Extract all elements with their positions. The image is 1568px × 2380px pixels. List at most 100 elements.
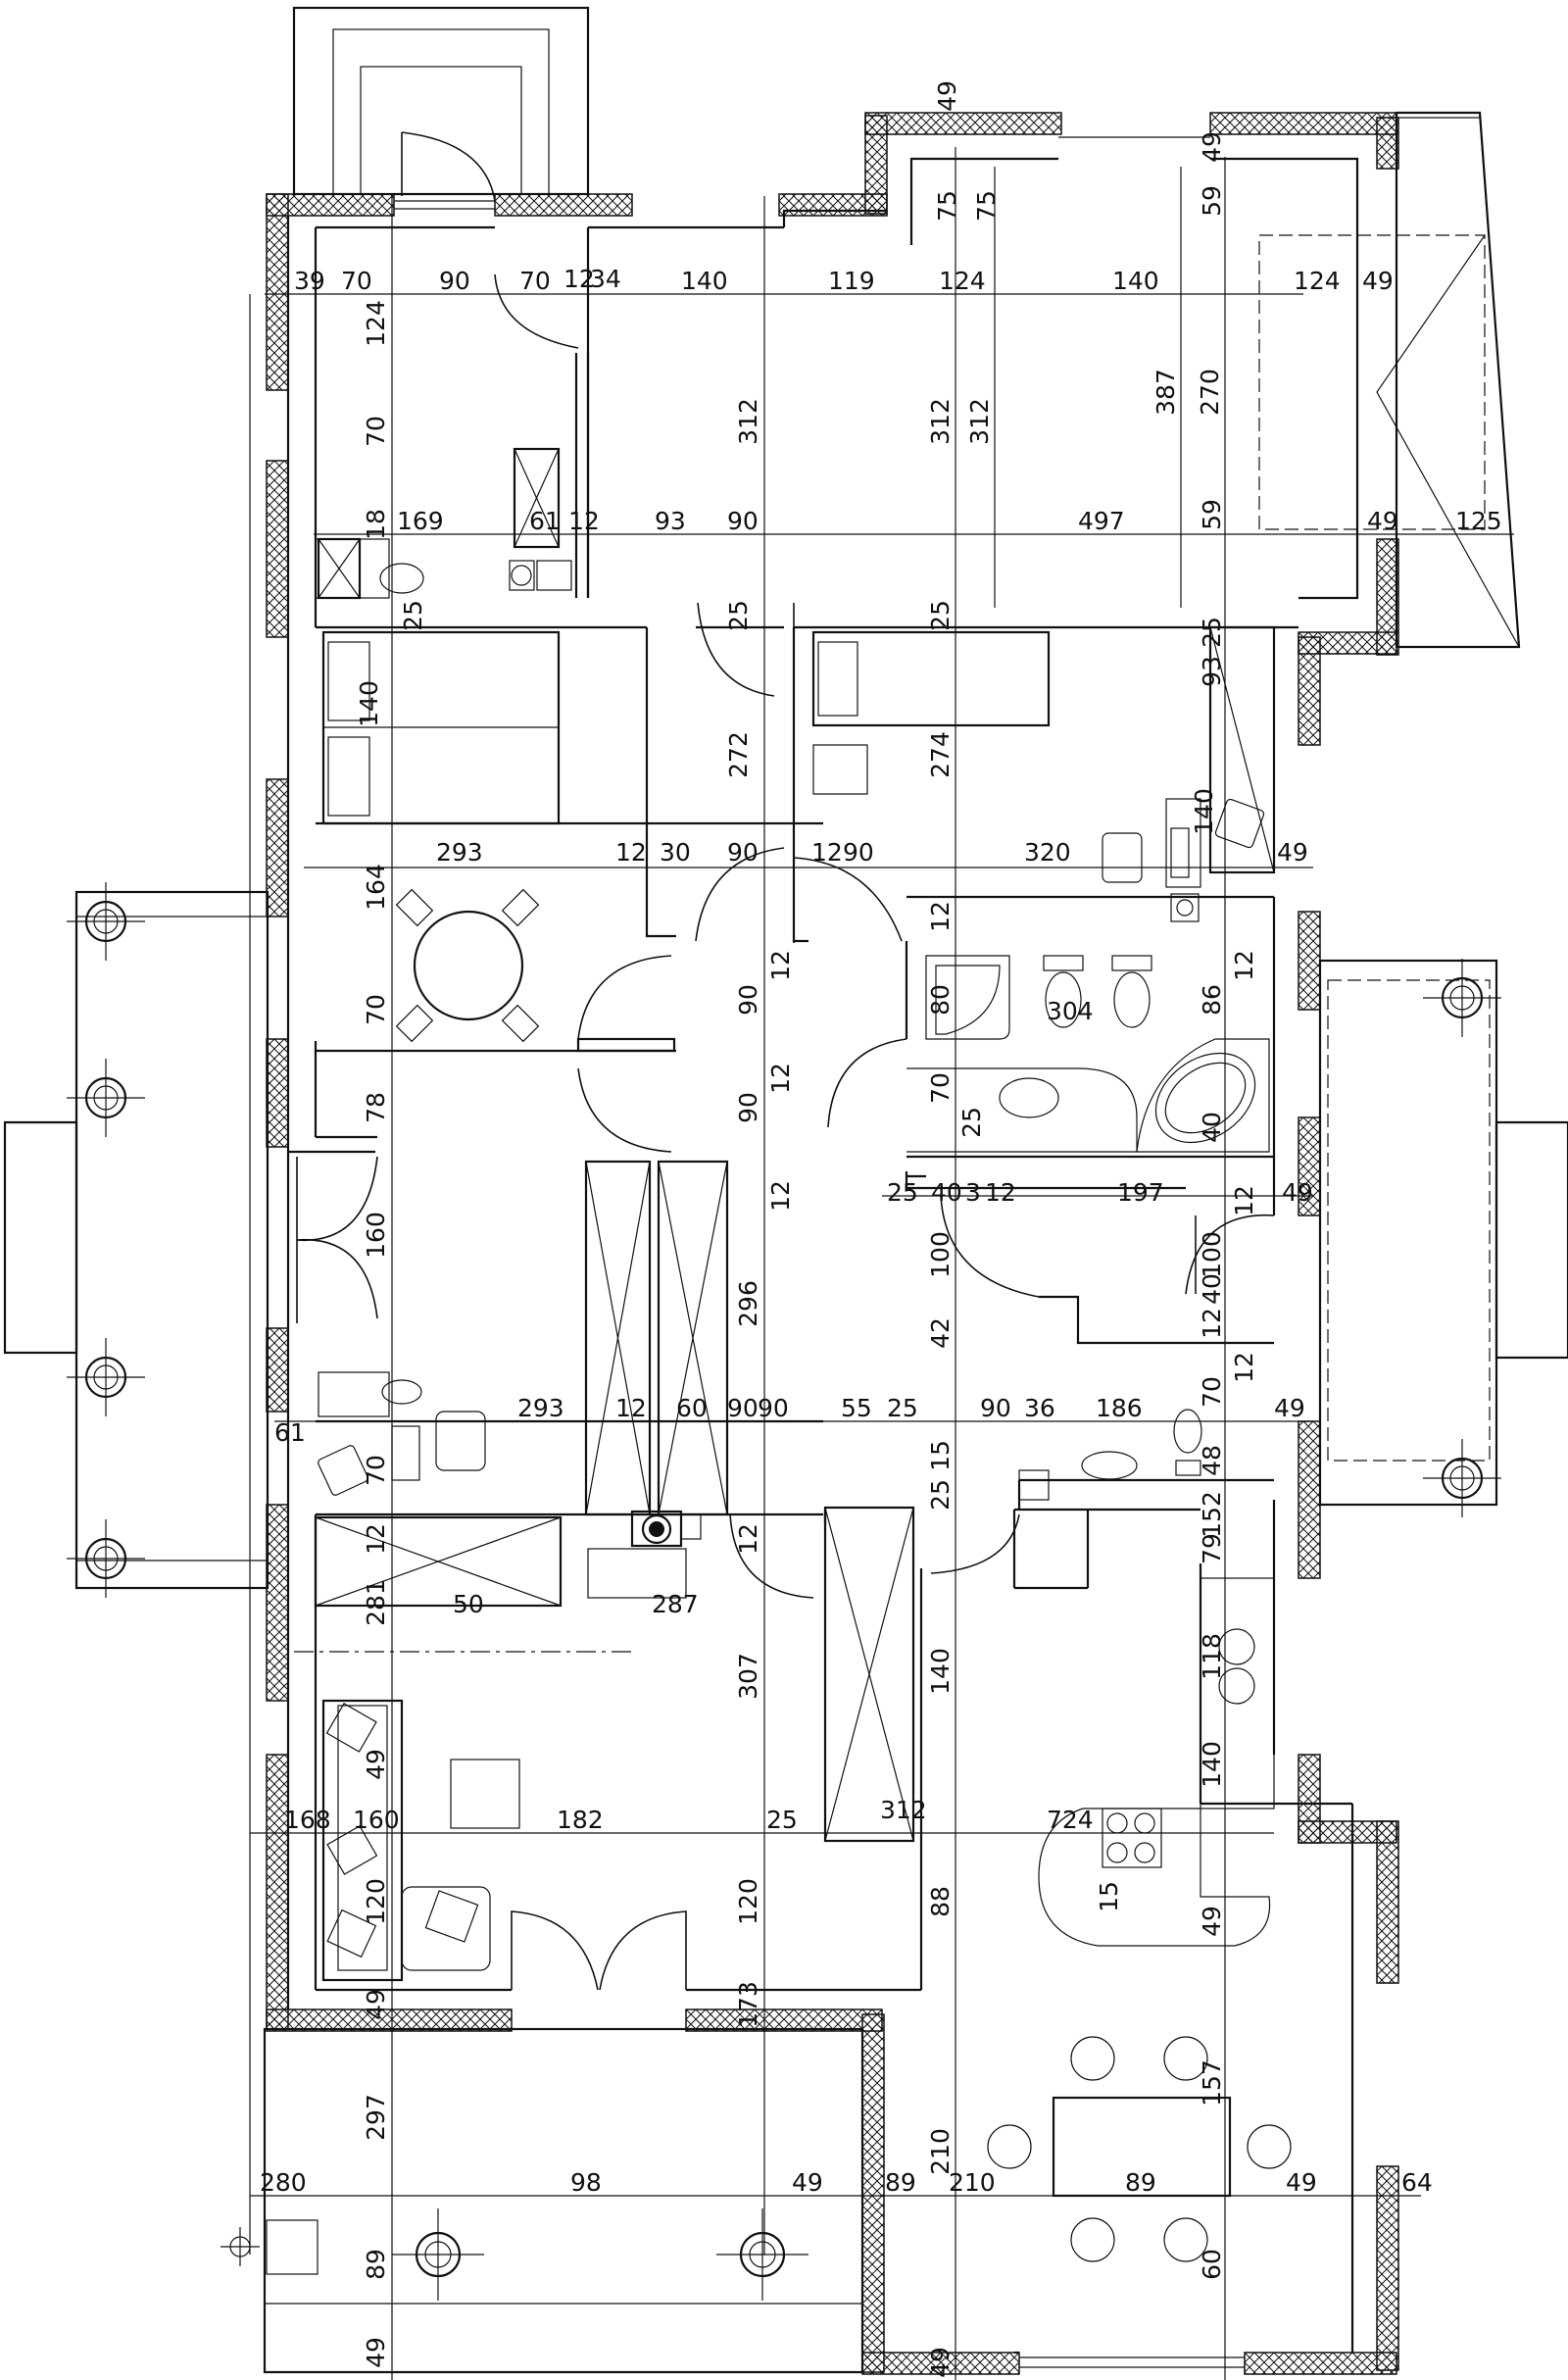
dim: 64 bbox=[1401, 2168, 1433, 2197]
dim: 140 bbox=[1190, 788, 1218, 835]
wall-left-3 bbox=[266, 778, 289, 917]
dim: 293 bbox=[436, 838, 483, 867]
wall-left-6 bbox=[266, 1504, 289, 1702]
column-right-1 bbox=[1423, 959, 1501, 1037]
dim: 40 bbox=[1198, 1273, 1226, 1305]
dim: 70 bbox=[926, 1072, 955, 1104]
wall-right-upper bbox=[1376, 538, 1399, 656]
dim: 90 bbox=[439, 267, 470, 295]
door-kitchen bbox=[930, 1513, 1020, 1574]
column-bottom-1 bbox=[392, 2208, 484, 2301]
dim: 49 bbox=[1362, 267, 1394, 295]
wall-right-2 bbox=[1298, 911, 1321, 1011]
dim: 49 bbox=[792, 2168, 823, 2197]
round-table bbox=[413, 910, 524, 1021]
dim: 25 bbox=[926, 1479, 955, 1511]
wall-nub bbox=[576, 1037, 676, 1053]
dim: 160 bbox=[362, 1212, 390, 1259]
dim: 48 bbox=[1198, 1445, 1226, 1476]
coffee-table bbox=[450, 1759, 520, 1829]
dim: 50 bbox=[453, 1590, 484, 1618]
dim: 25 bbox=[1198, 617, 1226, 648]
dim: 61 bbox=[529, 507, 561, 535]
dim: 93 bbox=[1198, 656, 1226, 687]
dim: 12 bbox=[766, 1063, 795, 1094]
dim: 90 bbox=[734, 984, 762, 1016]
dim: 49 bbox=[1277, 838, 1308, 867]
dim: 12 bbox=[564, 265, 595, 293]
dim: 34 bbox=[590, 265, 621, 293]
dim: 15 bbox=[1095, 1881, 1123, 1912]
dim: 98 bbox=[570, 2168, 602, 2197]
dim: 210 bbox=[926, 2128, 955, 2175]
entrance-door bbox=[401, 131, 496, 202]
dim: 75 bbox=[933, 190, 961, 222]
wall-left-7 bbox=[266, 1754, 289, 2030]
dim: 12 bbox=[568, 507, 600, 535]
dining-chair-5 bbox=[1070, 2217, 1115, 2262]
right-terrace-step bbox=[1494, 1120, 1568, 1360]
dim: 312 bbox=[926, 398, 955, 445]
wall-right-1 bbox=[1298, 636, 1321, 746]
dim: 124 bbox=[1294, 267, 1341, 295]
dining-chair-1 bbox=[1070, 2036, 1115, 2081]
dim: 724 bbox=[1047, 1806, 1094, 1834]
dim: 49 bbox=[362, 1989, 390, 2020]
dim: 25 bbox=[926, 600, 955, 631]
dim: 89 bbox=[885, 2168, 916, 2197]
dim: 140 bbox=[1198, 1741, 1226, 1788]
dim: 140 bbox=[1112, 267, 1159, 295]
interior-walls bbox=[286, 157, 1359, 2355]
dim: 25 bbox=[957, 1107, 986, 1138]
dim: 274 bbox=[926, 731, 955, 778]
dining-chair-6 bbox=[1163, 2217, 1208, 2262]
single-bed bbox=[811, 630, 1051, 727]
washbasin bbox=[999, 1077, 1059, 1118]
dim: 280 bbox=[260, 2168, 307, 2197]
dim: 120 bbox=[734, 1878, 762, 1925]
dim: 49 bbox=[1198, 131, 1226, 163]
dim: 40 bbox=[931, 1178, 962, 1207]
dim: 160 bbox=[353, 1806, 400, 1834]
closet-7 bbox=[1208, 625, 1276, 874]
armchair bbox=[1214, 798, 1265, 849]
study-desk bbox=[318, 1371, 390, 1417]
dim: 287 bbox=[652, 1590, 699, 1618]
furniture bbox=[315, 136, 1292, 2368]
doors bbox=[296, 131, 1275, 1991]
sofa bbox=[321, 1699, 404, 1982]
dim: 25 bbox=[766, 1806, 798, 1834]
dim: 18 bbox=[362, 509, 390, 540]
dim: 93 bbox=[655, 507, 686, 535]
dim: 90 bbox=[727, 1394, 759, 1422]
wall-right-4 bbox=[1298, 1420, 1321, 1579]
kitchen-counter bbox=[1200, 1577, 1275, 1810]
washbasin-2 bbox=[1081, 1451, 1138, 1480]
wall-top-mid bbox=[494, 193, 633, 217]
right-roof-edge bbox=[1377, 117, 1520, 643]
dim: 12 bbox=[615, 838, 647, 867]
kitchen-island bbox=[1038, 1808, 1271, 1947]
dining-chair-3 bbox=[987, 2124, 1032, 2169]
dim: 152 bbox=[1198, 1491, 1226, 1538]
dim: 49 bbox=[1274, 1394, 1305, 1422]
dim: 49 bbox=[362, 1749, 390, 1780]
door-right-room bbox=[1185, 1214, 1275, 1295]
dim: 12 bbox=[362, 1523, 390, 1555]
toilet-3 bbox=[1173, 1409, 1202, 1454]
dim: 182 bbox=[557, 1806, 604, 1834]
closet-1 bbox=[584, 1160, 652, 1516]
dim: 70 bbox=[362, 416, 390, 447]
dim: 40 bbox=[1198, 1112, 1226, 1143]
closets bbox=[314, 447, 1276, 1843]
dim: 75 bbox=[972, 190, 1001, 222]
dim: 312 bbox=[734, 398, 762, 445]
right-terrace bbox=[1318, 959, 1498, 1507]
door-double-hall bbox=[577, 955, 672, 1153]
dim: 312 bbox=[880, 1796, 927, 1824]
dim: 70 bbox=[362, 1455, 390, 1486]
wall-left-1 bbox=[266, 193, 289, 391]
dim: 125 bbox=[1455, 507, 1502, 535]
dim: 49 bbox=[1282, 1178, 1313, 1207]
